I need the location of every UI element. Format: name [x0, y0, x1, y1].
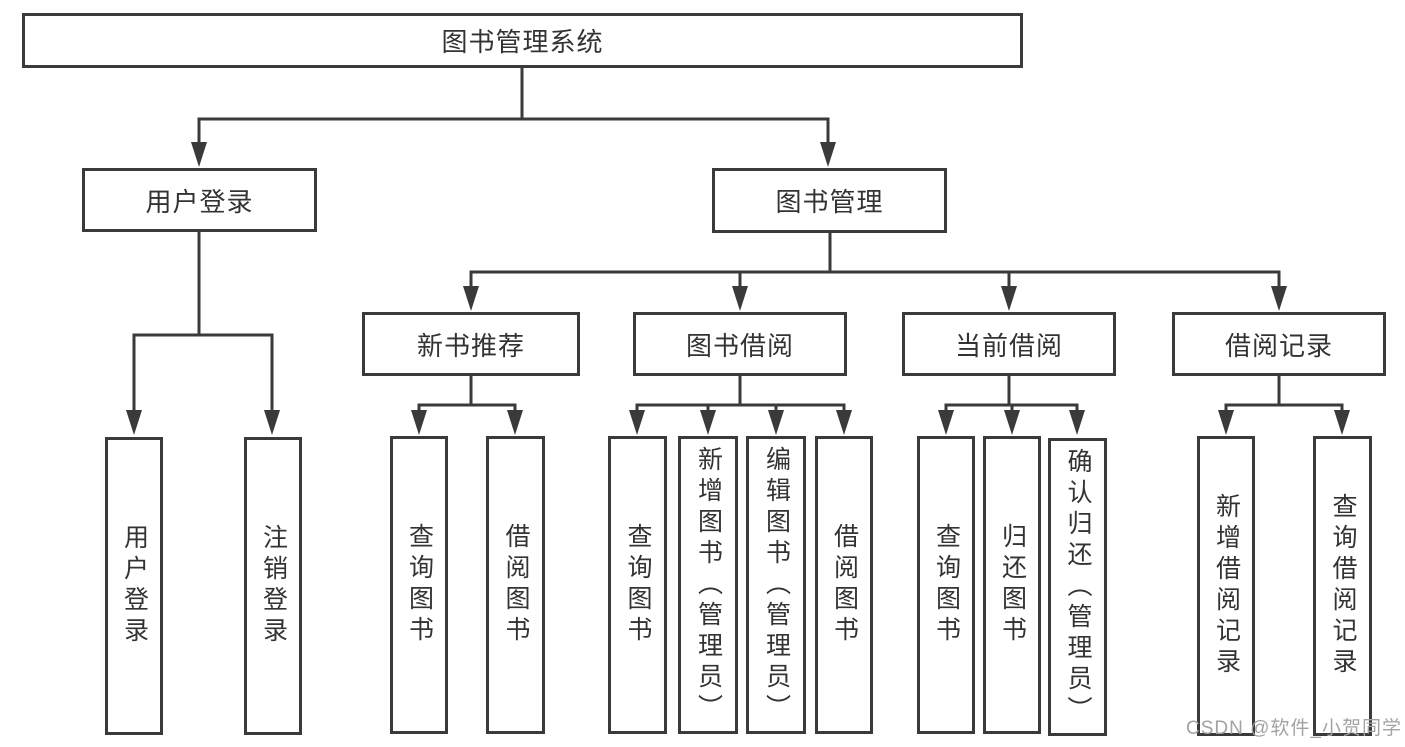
arrowhead — [836, 410, 852, 435]
arrowhead — [700, 410, 716, 435]
leaf-query-borrow-record-label: 查询借阅记录 — [1329, 493, 1357, 679]
arrowhead — [411, 410, 427, 435]
leaf-user-login-label: 用户登录 — [120, 524, 149, 648]
connector-book-borrow-to-leaves — [629, 376, 852, 435]
arrowhead — [732, 286, 748, 311]
node-user-login: 用户登录 — [82, 168, 317, 232]
leaf-add-borrow-record-label: 新增借阅记录 — [1212, 493, 1241, 679]
node-book-borrow-label: 图书借阅 — [685, 330, 794, 361]
leaf-query-books-recommend: 查询图书 — [390, 436, 448, 734]
arrowhead — [264, 410, 280, 435]
connector-borrow-records-to-leaves — [1218, 376, 1350, 435]
leaf-query-books-current: 查询图书 — [917, 436, 975, 734]
node-current-borrow: 当前借阅 — [902, 312, 1116, 376]
connector-user-login-to-leaves — [126, 232, 280, 435]
node-borrow-records: 借阅记录 — [1172, 312, 1386, 376]
connector-current-borrow-to-leaves — [938, 376, 1085, 435]
arrowhead — [1334, 410, 1350, 435]
leaf-borrow-books-recommend: 借阅图书 — [486, 436, 545, 734]
leaf-add-book-admin-label: 新增图书（管理员） — [694, 445, 723, 725]
arrowhead — [1069, 410, 1085, 435]
leaf-confirm-return-admin-label: 确认归还（管理员） — [1064, 447, 1092, 727]
leaf-borrow-books: 借阅图书 — [815, 436, 873, 734]
leaf-query-books-current-label: 查询图书 — [932, 523, 961, 647]
connector-book-management-to-level3 — [463, 233, 1287, 311]
node-book-management-label: 图书管理 — [775, 187, 884, 217]
leaf-confirm-return-admin: 确认归还（管理员） — [1048, 438, 1107, 736]
connector-root-to-level2 — [191, 68, 836, 167]
watermark: CSDN @软件_小贺同学 — [1186, 718, 1402, 739]
leaf-return-book-label: 归还图书 — [998, 523, 1027, 647]
node-new-book-recommend: 新书推荐 — [362, 312, 580, 376]
arrowhead — [820, 142, 836, 167]
node-new-book-recommend-label: 新书推荐 — [416, 330, 525, 361]
arrowhead — [191, 142, 207, 167]
node-book-borrow: 图书借阅 — [633, 312, 847, 376]
leaf-edit-book-admin-label: 编辑图书（管理员） — [762, 445, 791, 725]
arrowhead — [1004, 410, 1020, 435]
leaf-logout-label: 注销登录 — [259, 524, 288, 648]
arrowhead — [1271, 286, 1287, 311]
leaf-borrow-books-label: 借阅图书 — [830, 523, 859, 647]
leaf-query-books-borrow: 查询图书 — [608, 436, 667, 734]
node-root: 图书管理系统 — [22, 13, 1023, 68]
leaf-query-books-borrow-label: 查询图书 — [624, 523, 652, 647]
leaf-add-book-admin: 新增图书（管理员） — [678, 436, 738, 734]
leaf-query-books-recommend-label: 查询图书 — [405, 523, 434, 647]
node-book-management: 图书管理 — [712, 168, 947, 233]
node-user-login-label: 用户登录 — [145, 186, 254, 217]
connector-new-book-recommend-to-leaves — [411, 376, 523, 435]
arrowhead — [629, 410, 645, 435]
leaf-query-borrow-record: 查询借阅记录 — [1313, 436, 1372, 736]
leaf-edit-book-admin: 编辑图书（管理员） — [746, 436, 806, 734]
arrowhead — [126, 410, 142, 435]
arrowhead — [463, 286, 479, 311]
node-current-borrow-label: 当前借阅 — [954, 330, 1063, 361]
leaf-user-login: 用户登录 — [105, 437, 163, 735]
arrowhead — [768, 410, 784, 435]
arrowhead — [507, 410, 523, 435]
node-borrow-records-label: 借阅记录 — [1224, 330, 1333, 361]
arrowhead — [938, 410, 954, 435]
leaf-borrow-books-recommend-label: 借阅图书 — [502, 523, 530, 647]
arrowhead — [1218, 410, 1234, 435]
leaf-logout: 注销登录 — [244, 437, 302, 735]
leaf-return-book: 归还图书 — [983, 436, 1041, 734]
leaf-add-borrow-record: 新增借阅记录 — [1197, 436, 1255, 736]
node-root-label: 图书管理系统 — [441, 27, 604, 57]
arrowhead — [1001, 286, 1017, 311]
